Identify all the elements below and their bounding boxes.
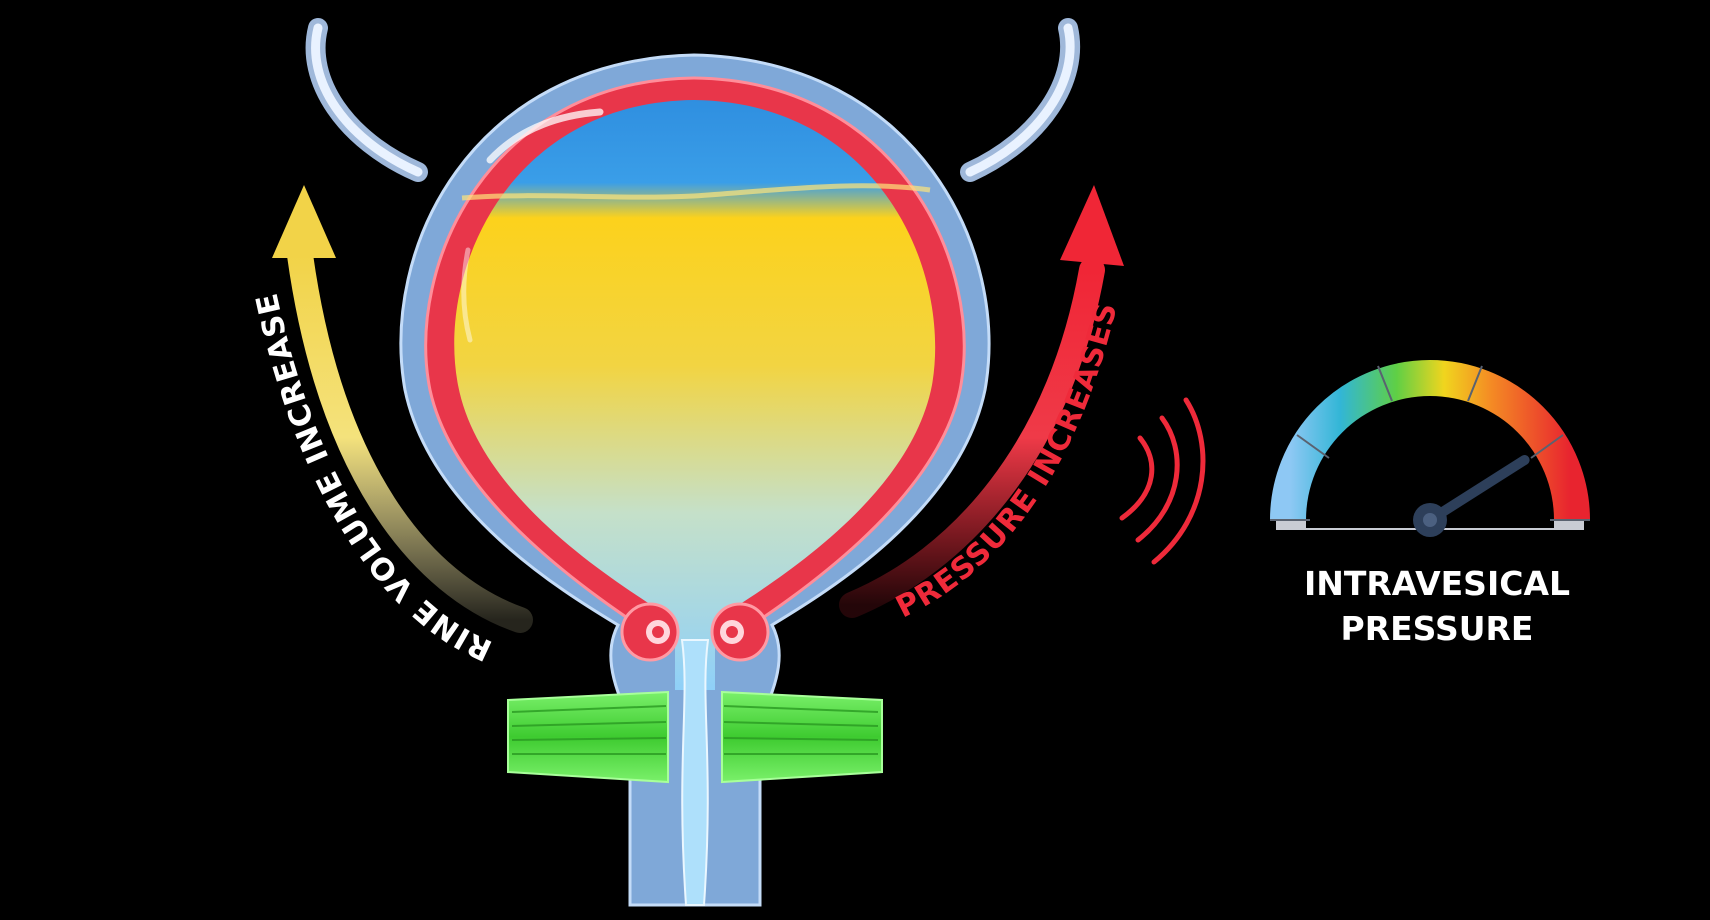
urine-surface — [461, 183, 931, 201]
internal-sphincter-left — [620, 602, 680, 662]
left-ureter — [305, 18, 428, 182]
gauge-needle — [1413, 455, 1530, 537]
right-ureter — [960, 18, 1081, 182]
urine-volume — [454, 100, 936, 690]
pressure-arrow-icon — [839, 185, 1124, 618]
external-sphincter — [507, 690, 883, 784]
gauge-caption-line1: INTRAVESICAL — [1304, 564, 1570, 603]
internal-sphincter-right — [710, 602, 770, 662]
gauge-caption-line2: PRESSURE — [1341, 609, 1534, 648]
pressure-gauge-icon — [1270, 360, 1590, 537]
bladder-highlight — [486, 108, 604, 164]
volume-arrow-icon — [272, 185, 533, 633]
pressure-waves-icon — [1119, 397, 1206, 565]
urethra — [680, 639, 710, 906]
